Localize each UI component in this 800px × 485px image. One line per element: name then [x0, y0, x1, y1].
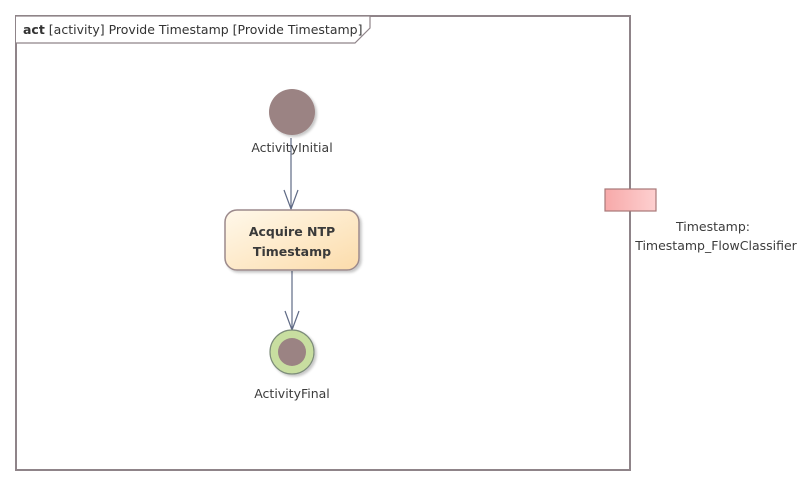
frame-title-tab — [16, 15, 371, 44]
initial-node[interactable] — [269, 89, 315, 135]
action-label-line1: Acquire NTP — [249, 224, 335, 239]
frame-title: act [activity] Provide Timestamp [Provid… — [23, 22, 362, 37]
activity-parameter-node[interactable] — [604, 188, 657, 212]
activity-frame: act [activity] Provide Timestamp [Provid… — [15, 15, 631, 471]
frame-title-text: [activity] Provide Timestamp [Provide Ti… — [45, 22, 363, 37]
parameter-label-line2: Timestamp_FlowClassifier — [634, 238, 797, 253]
control-flow-initial-to-action[interactable] — [283, 138, 299, 211]
initial-node-label: ActivityInitial — [251, 140, 332, 155]
final-node-label: ActivityFinal — [254, 386, 330, 401]
final-node[interactable] — [269, 329, 315, 375]
action-label-line2: Timestamp — [253, 244, 331, 259]
action-node[interactable]: Acquire NTP Timestamp — [224, 209, 360, 271]
arrowhead — [283, 189, 299, 211]
parameter-label-line1: Timestamp: — [675, 219, 750, 234]
frame-title-keyword: act — [23, 22, 45, 37]
